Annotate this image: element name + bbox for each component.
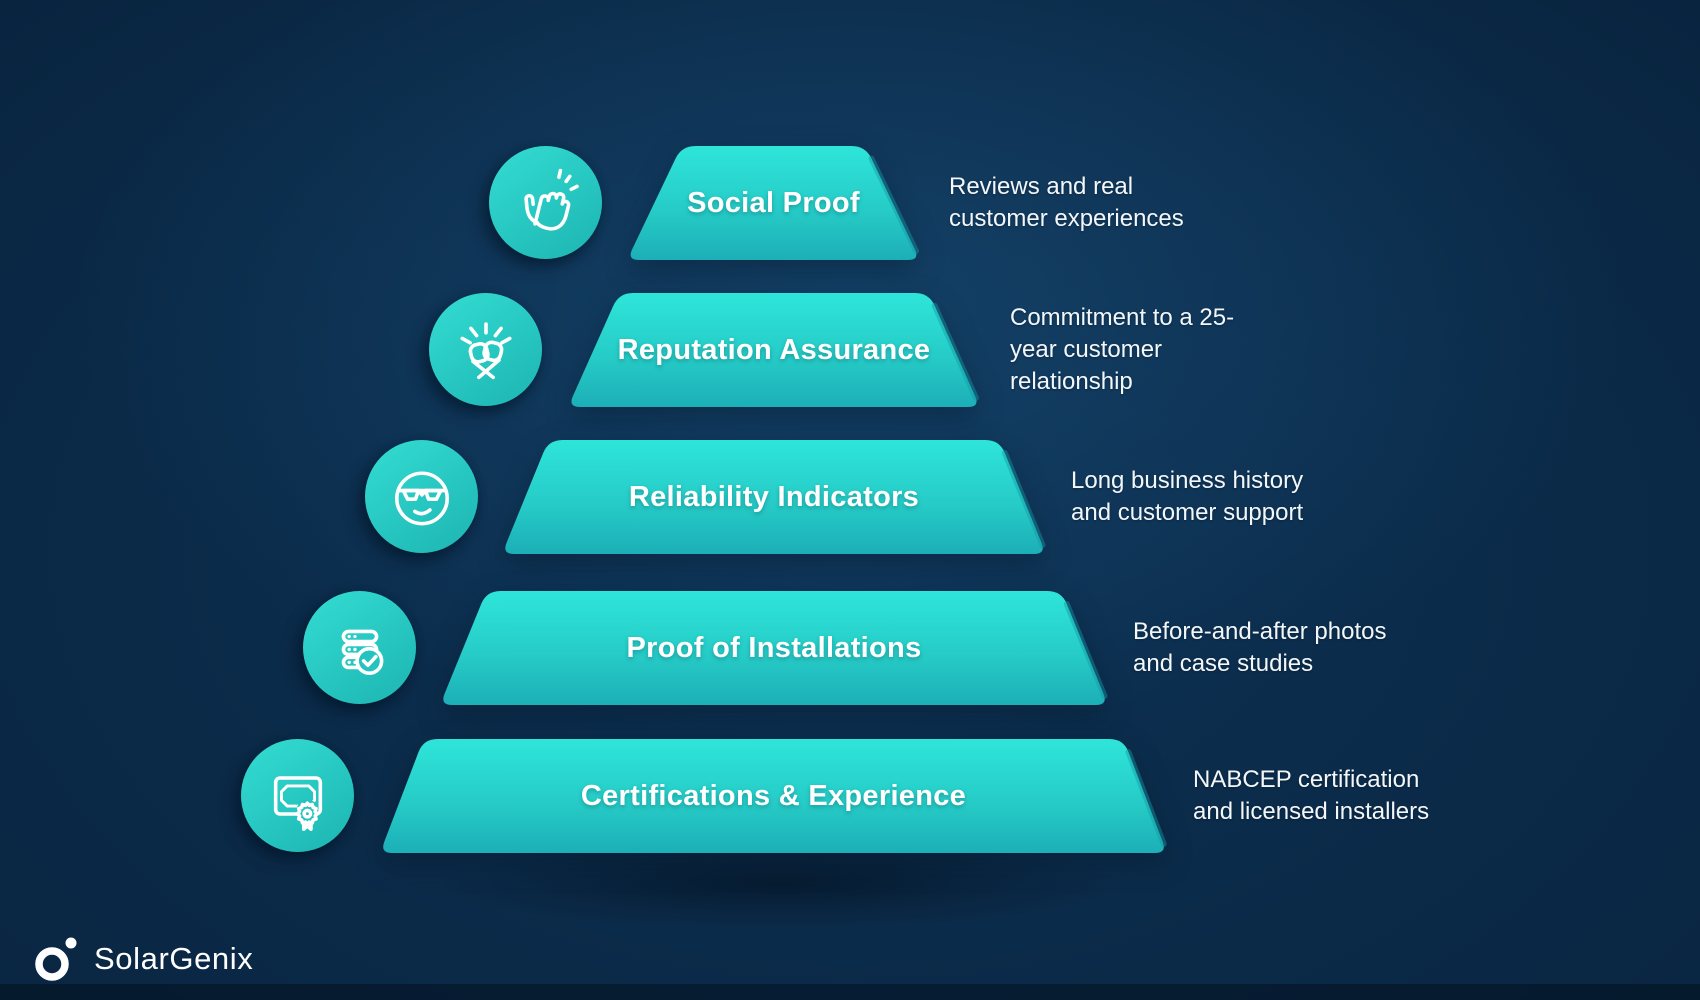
pyramid-tier-certifications-experience: Certifications & Experience [380, 739, 1167, 853]
tier-title: Proof of Installations [626, 631, 922, 664]
tier-description: Commitment to a 25-year customer relatio… [1010, 304, 1235, 395]
tier-title: Reliability Indicators [628, 480, 920, 513]
brand-logo: SolarGenix [30, 928, 253, 990]
trapezoid-shape [571, 293, 979, 407]
trapezoid-shape [383, 739, 1167, 853]
tier-title: Social Proof [687, 186, 860, 219]
tier-title: Reputation Assurance [617, 333, 931, 366]
certificate-icon [241, 739, 354, 852]
pyramid-tier-reliability-indicators: Reliability Indicators [502, 440, 1046, 554]
tier-description: Reviews and real customer experiences [949, 173, 1184, 232]
fist-bump-icon [429, 293, 542, 406]
trapezoid-shape [630, 146, 919, 260]
tier-description: Long business history and customer suppo… [1071, 467, 1304, 526]
tier-title: Certifications & Experience [580, 779, 967, 812]
pyramid-tier-social-proof: Social Proof [627, 146, 920, 260]
brand-logo-text: SolarGenix [94, 941, 254, 976]
trapezoid-shape [505, 440, 1046, 554]
pyramid-tier-reputation-assurance: Reputation Assurance [568, 293, 980, 407]
bottom-band [0, 984, 1700, 1000]
cool-face-icon [365, 440, 478, 553]
pyramid-tier-proof-of-installations: Proof of Installations [440, 591, 1108, 705]
tier-description: Before-and-after photos and case studies [1133, 618, 1387, 677]
tier-description: NABCEP certification and licensed instal… [1193, 766, 1430, 825]
trapezoid-shape [443, 591, 1108, 705]
clapping-hands-icon [489, 146, 602, 259]
circle-dot-icon [35, 937, 77, 981]
database-check-icon [303, 591, 416, 704]
